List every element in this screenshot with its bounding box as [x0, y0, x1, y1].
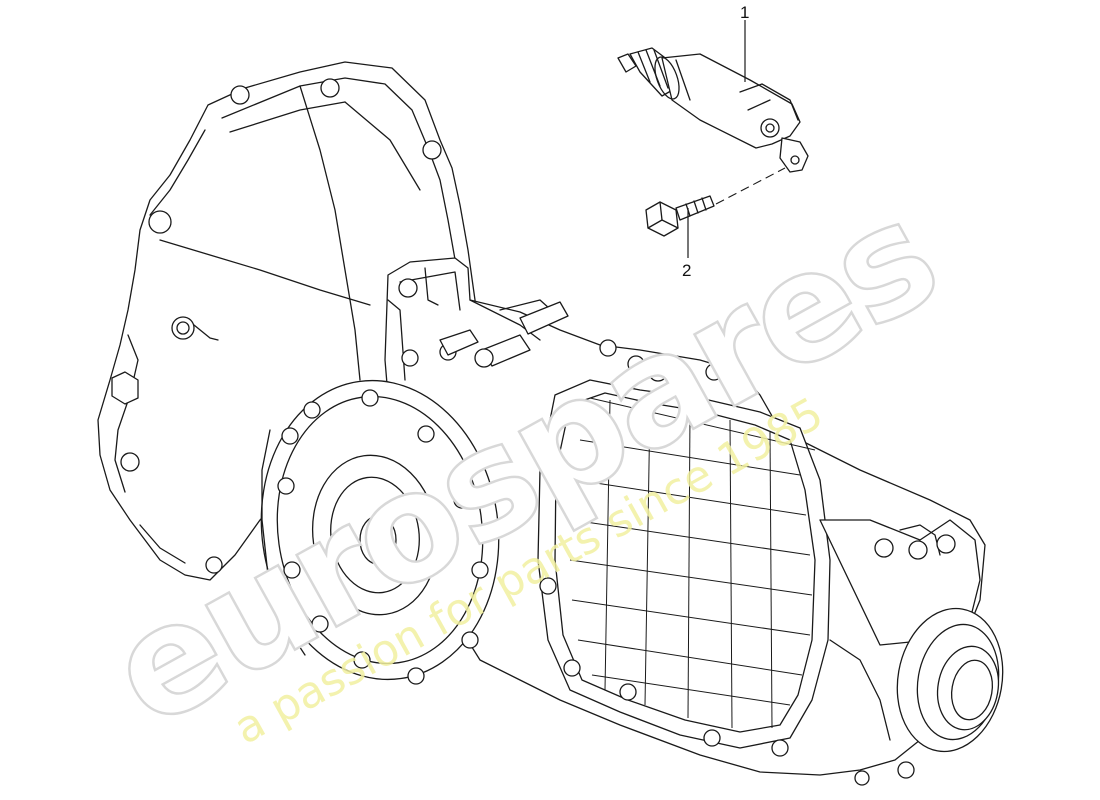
callout-1-label: 1 [740, 3, 749, 22]
callout-1: 1 [740, 3, 749, 82]
callout-2: 2 [682, 208, 691, 280]
callout-2-label: 2 [682, 261, 691, 280]
ribbed-side-cover [537, 379, 831, 757]
front-flange [260, 379, 500, 685]
mounting-bolt [645, 195, 715, 237]
flange-bolts [277, 389, 489, 685]
assembly-line [715, 167, 786, 205]
rear-output-housing [819, 519, 1004, 786]
bell-housing [97, 61, 479, 581]
slave-cylinder [617, 47, 809, 173]
